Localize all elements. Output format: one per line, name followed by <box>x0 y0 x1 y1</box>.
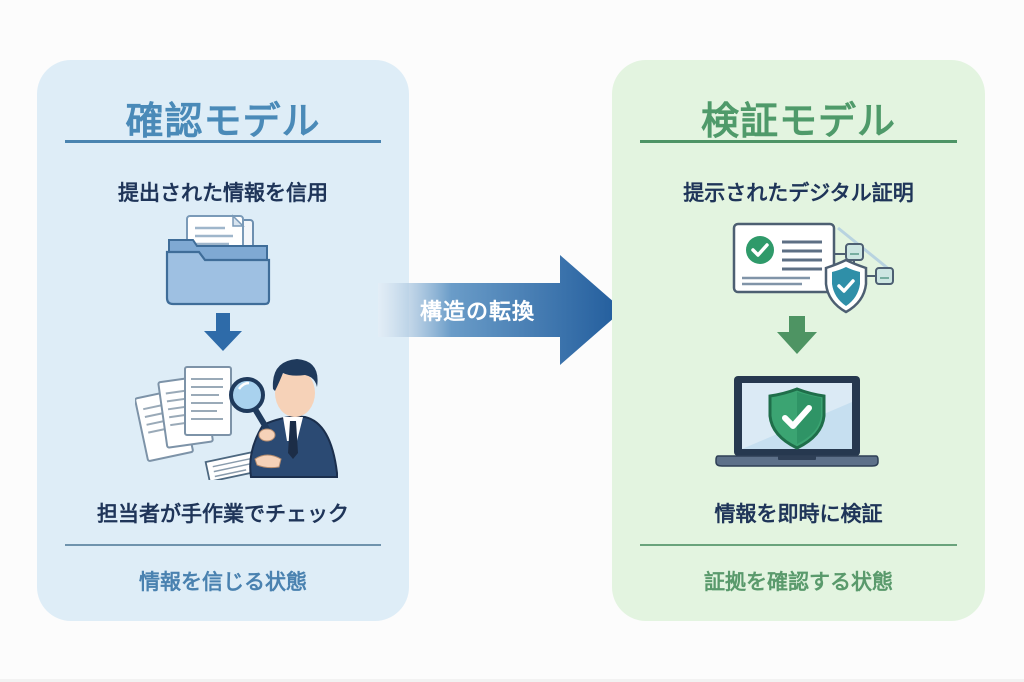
transition-label: 構造の転換 <box>420 300 536 325</box>
verification-model-panel: 検証モデル 提示されたデジタル証明 <box>612 60 985 621</box>
folder-with-documents-icon <box>165 214 271 306</box>
confirmation-model-panel: 確認モデル 提出された情報を信用 <box>37 60 409 621</box>
laptop-shield-check-icon <box>715 376 879 467</box>
top-caption: 提示されたデジタル証明 <box>683 181 914 205</box>
footer-divider <box>640 544 957 546</box>
down-arrow-icon <box>204 313 242 351</box>
person-inspecting-documents-icon <box>135 359 338 480</box>
panel-footer: 情報を信じる状態 <box>139 570 307 594</box>
top-caption: 提出された情報を信用 <box>118 181 328 205</box>
right-arrow-icon <box>378 255 623 365</box>
title-divider <box>65 140 381 143</box>
panel-title: 検証モデル <box>700 99 896 143</box>
bottom-caption: 担当者が手作業でチェック <box>97 502 349 526</box>
down-arrow-icon <box>777 316 817 354</box>
panel-title: 確認モデル <box>125 99 321 143</box>
digital-certificate-icon <box>732 222 894 314</box>
panel-footer: 証拠を確認する状態 <box>704 570 893 594</box>
title-divider <box>640 140 957 143</box>
footer-divider <box>65 544 381 546</box>
bottom-edge <box>0 679 1024 682</box>
bottom-caption: 情報を即時に検証 <box>714 502 883 526</box>
